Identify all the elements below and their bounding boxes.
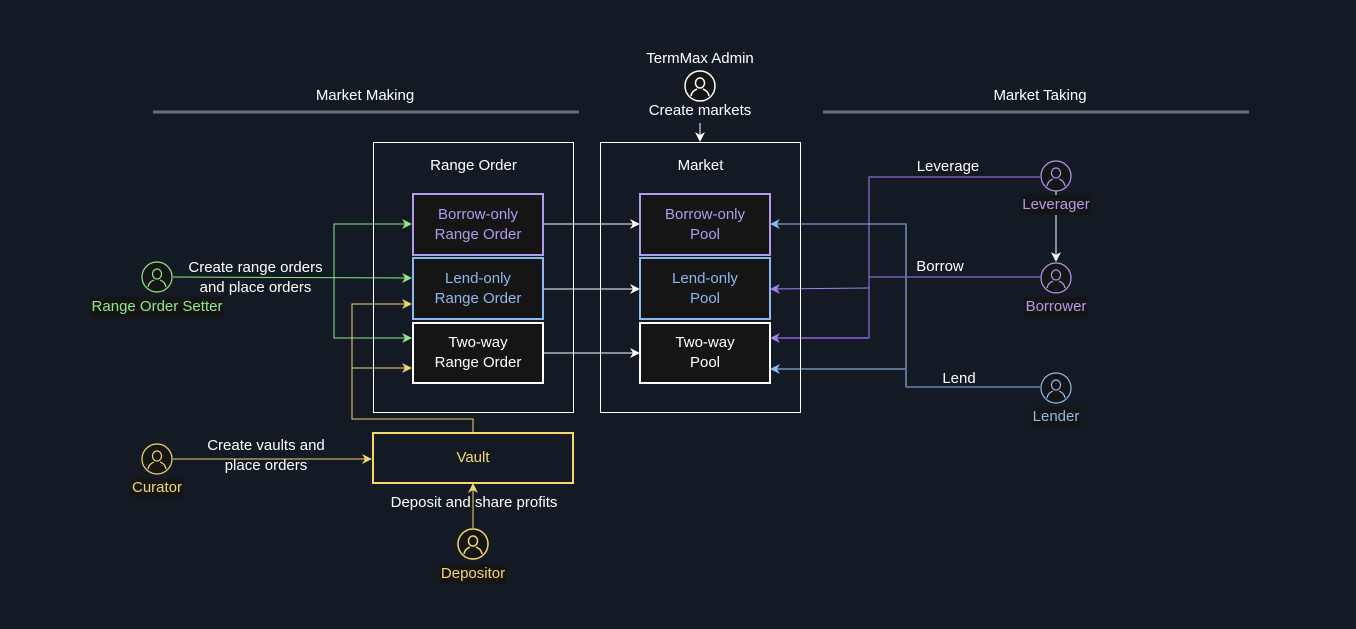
section-market-taking: Market Taking bbox=[993, 87, 1087, 104]
lender-name: Lender bbox=[1031, 407, 1081, 427]
depositor-name: Depositor bbox=[439, 564, 507, 584]
range-order-setter-name: Range Order Setter bbox=[90, 297, 224, 317]
setter-to-twoway-ro bbox=[333, 278, 412, 343]
box-line2: Pool bbox=[689, 354, 721, 371]
depositor-action: Deposit and share profits bbox=[390, 494, 558, 511]
setter-to-borrow-ro bbox=[333, 219, 412, 278]
vault-to-range-orders bbox=[351, 299, 474, 432]
admin-user-icon[interactable] bbox=[684, 70, 716, 102]
curator-name: Curator bbox=[130, 478, 184, 498]
range-order-setter-action: Create range orders and place orders bbox=[178, 258, 333, 298]
box-line1: Lend-only bbox=[672, 269, 738, 287]
vault-label: Vault bbox=[456, 449, 490, 466]
action-line2: place orders bbox=[224, 457, 308, 474]
leverage-action: Leverage bbox=[916, 158, 980, 175]
market-title: Market bbox=[677, 157, 724, 174]
box-line2: Range Order bbox=[434, 289, 522, 307]
curator-user-icon[interactable] bbox=[141, 443, 173, 475]
action-line1: Create vaults and bbox=[207, 437, 325, 454]
action-line1: Create range orders bbox=[188, 259, 323, 276]
setter-main-line bbox=[172, 272, 412, 283]
leverager-name: Leverager bbox=[1021, 195, 1091, 215]
box-line1: Borrow-only bbox=[664, 205, 746, 223]
borrower-user-icon[interactable] bbox=[1040, 262, 1072, 294]
box-line2: Range Order bbox=[434, 225, 522, 243]
leverager-user-icon[interactable] bbox=[1040, 160, 1072, 192]
box-line2: Pool bbox=[689, 225, 721, 243]
admin-name: TermMax Admin bbox=[646, 50, 754, 67]
box-line2: Pool bbox=[689, 289, 720, 307]
vault-box[interactable]: Vault bbox=[372, 432, 574, 484]
box-line1: Two-way bbox=[675, 334, 735, 351]
admin-action: Create markets bbox=[648, 102, 752, 119]
range-order-setter-user-icon[interactable] bbox=[141, 261, 173, 293]
borrower-name: Borrower bbox=[1024, 297, 1088, 317]
box-line1: Two-way bbox=[448, 334, 508, 351]
range-order-container: Range Order bbox=[373, 142, 574, 413]
box-line2: Range Order bbox=[434, 354, 522, 371]
borrow-to-lend-pool bbox=[770, 283, 870, 294]
action-line2: and place orders bbox=[199, 279, 312, 296]
curator-action: Create vaults and place orders bbox=[190, 436, 342, 476]
lend-action: Lend bbox=[942, 370, 976, 387]
section-market-making: Market Making bbox=[315, 87, 415, 104]
box-line1: Lend-only bbox=[445, 269, 511, 287]
depositor-user-icon[interactable] bbox=[457, 528, 489, 560]
box-line1: Borrow-only bbox=[437, 205, 519, 223]
lender-user-icon[interactable] bbox=[1040, 372, 1072, 404]
borrow-action: Borrow bbox=[916, 258, 964, 275]
range-order-title: Range Order bbox=[430, 157, 517, 174]
market-container: Market bbox=[600, 142, 801, 413]
